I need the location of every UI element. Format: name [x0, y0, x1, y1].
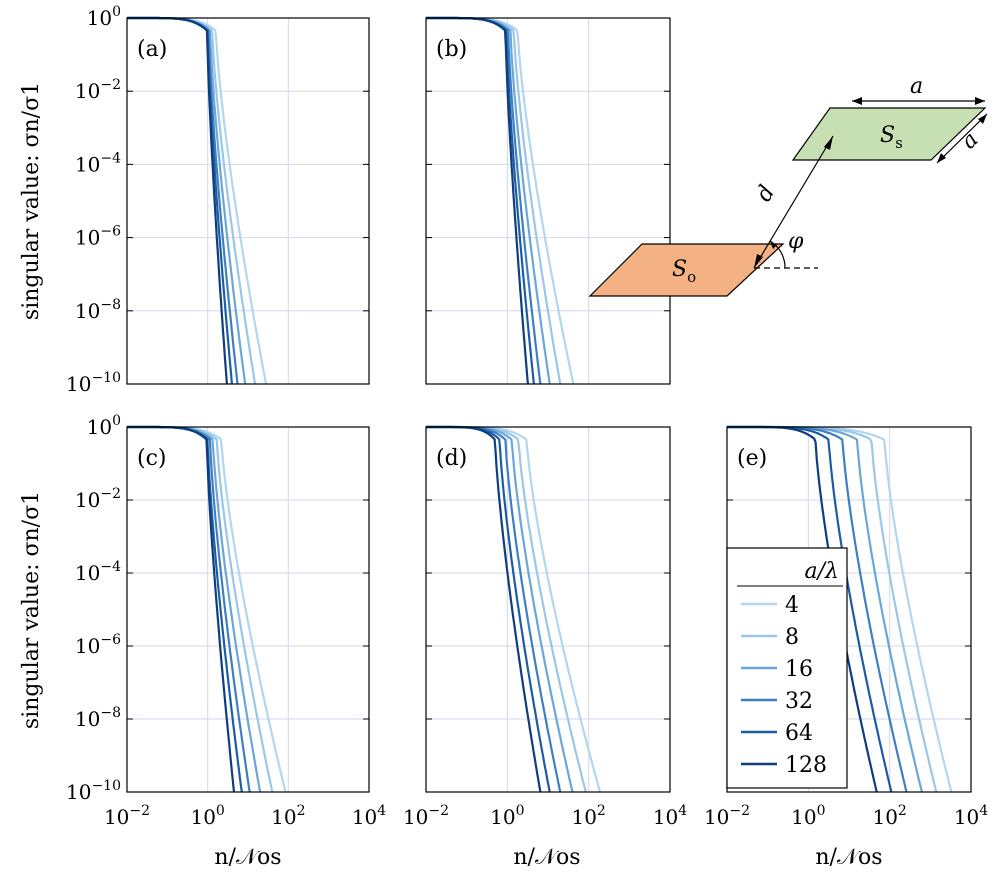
y-tick-label: 10−4 — [75, 150, 121, 176]
y-axis-label: singular value: σn/σ1 — [19, 82, 44, 320]
legend-entry-16: 16 — [785, 657, 813, 682]
x-tick-label: 10−2 — [104, 803, 150, 829]
x-axis-label: n/𝒩os — [513, 845, 580, 870]
panel-label: (c) — [137, 446, 167, 471]
y-tick-label: 10−10 — [66, 778, 121, 804]
y-axis-title-bottom: singular value: σn/σ1 — [19, 491, 44, 729]
y-axis-label: singular value: σn/σ1 — [19, 491, 44, 729]
side-arrowhead-right-top — [978, 114, 987, 124]
legend-entry-8: 8 — [785, 625, 799, 650]
distance-arrowhead-bottom — [754, 254, 763, 268]
legend-entry-128: 128 — [785, 753, 827, 778]
angle-arrowhead — [770, 241, 777, 249]
plot-frame — [126, 17, 370, 385]
plot-frame — [425, 17, 671, 385]
plot-frame — [425, 426, 671, 793]
series-line-8 — [426, 16, 562, 385]
y-tick-label: 10−4 — [75, 559, 121, 585]
x-tick-label: 100 — [190, 803, 224, 829]
y-tick-label: 10−6 — [75, 224, 121, 250]
panels-layer: 10010−210−410−610−810−10(a)(b)10010−210−… — [66, 4, 988, 829]
x-tick-label: 100 — [791, 803, 825, 829]
x-tick-label: 102 — [872, 803, 906, 829]
observation-label: So — [672, 257, 696, 286]
x-tick-label: 104 — [954, 803, 988, 829]
y-tick-label: 10−10 — [66, 370, 121, 396]
side-arrow-right — [936, 113, 988, 164]
x-tick-label: 104 — [352, 803, 386, 829]
series-line-64 — [426, 16, 535, 385]
x-tick-label: 104 — [653, 803, 687, 829]
legend-entry-32: 32 — [785, 689, 813, 714]
source-label: Ss — [880, 123, 903, 152]
panel-label: (e) — [737, 446, 767, 471]
y-tick-label: 10−8 — [75, 297, 121, 323]
series-line-8 — [426, 425, 587, 793]
panel-label: (a) — [137, 37, 167, 62]
y-axis-title-top: singular value: σn/σ1 — [19, 82, 44, 320]
x-tick-label: 100 — [490, 803, 524, 829]
angle-label: φ — [788, 229, 804, 254]
panel-b: (b) — [425, 16, 671, 385]
side-arrowhead-top-left — [852, 97, 862, 105]
panel-e: 10−2 100 102 104 (e) — [704, 425, 988, 829]
legend-entry-4: 4 — [785, 593, 799, 618]
panel-label: (b) — [436, 37, 467, 62]
geometry-diagram: Ss So d φ a a — [588, 74, 988, 297]
x-axis-label: n/𝒩os — [214, 845, 281, 870]
series-line-64 — [127, 16, 233, 385]
distance-arrowhead-top — [824, 136, 833, 150]
observation-surface — [588, 243, 785, 297]
y-tick-label: 100 — [87, 4, 121, 30]
series-line-16 — [426, 425, 574, 793]
panel-a: 100 10−2 10−4 10−6 10−8 10−10 (a) — [66, 4, 370, 396]
series-line-128 — [127, 425, 236, 793]
y-tick-label: 100 — [87, 413, 121, 439]
side-arrowhead-right-bottom — [937, 153, 946, 163]
series-line-16 — [127, 425, 262, 793]
x-axis-label: n/𝒩os — [815, 845, 882, 870]
series-line-32 — [127, 16, 239, 385]
series-line-4 — [127, 16, 268, 385]
x-tick-label: 10−2 — [403, 803, 449, 829]
y-tick-label: 10−8 — [75, 705, 121, 731]
y-tick-label: 10−2 — [75, 486, 121, 512]
y-tick-label: 10−2 — [75, 77, 121, 103]
distance-arrow — [753, 135, 834, 269]
source-surface — [791, 107, 987, 161]
panel-label: (d) — [436, 446, 467, 471]
side-label-top: a — [910, 74, 923, 99]
x-tick-label: 102 — [571, 803, 605, 829]
panel-d: 10−2 100 102 104 (d) — [403, 425, 687, 829]
legend-entry-64: 64 — [785, 721, 813, 746]
distance-label: d — [752, 181, 781, 206]
y-tick-label: 10−6 — [75, 632, 121, 658]
legend: a/λ4 8 16 32 64 128 — [726, 547, 848, 789]
x-tick-label: 10−2 — [704, 803, 750, 829]
legend-title: a/λ — [805, 559, 839, 584]
x-tick-label: 102 — [271, 803, 305, 829]
side-arrowhead-top-right — [975, 97, 985, 105]
plot-frame — [126, 426, 370, 793]
